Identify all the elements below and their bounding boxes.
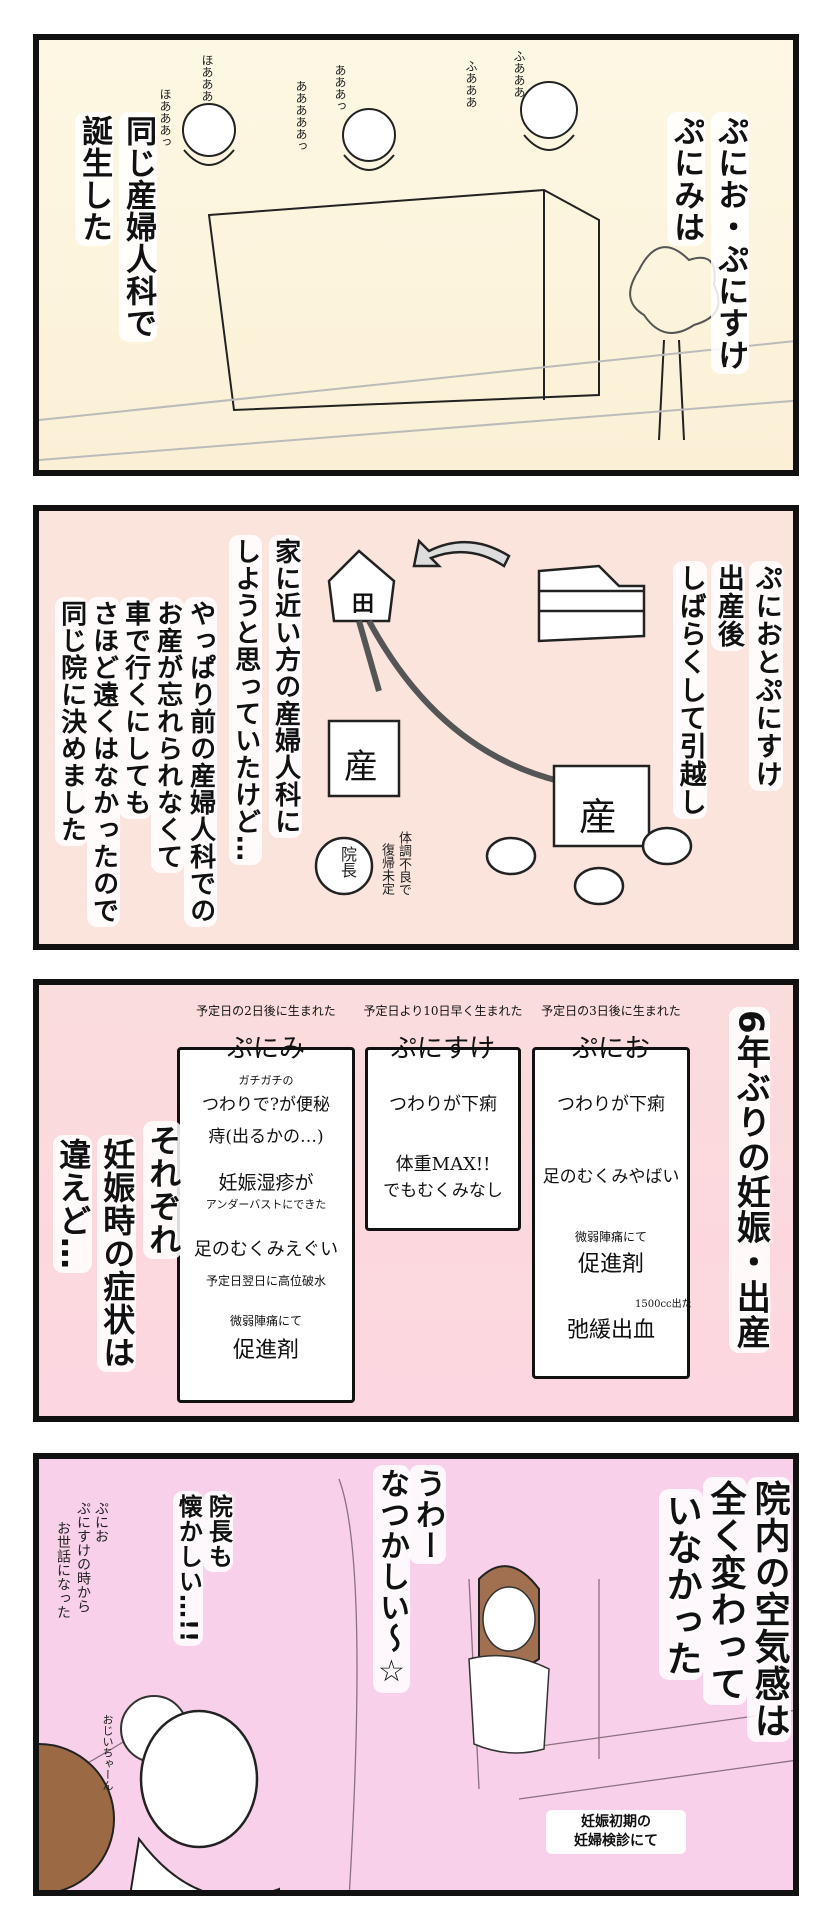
symptom: 微弱陣痛にて bbox=[574, 1230, 647, 1244]
symptom: でもむくみなし bbox=[383, 1181, 503, 1201]
narration-line: 出産後 bbox=[711, 561, 745, 651]
child-name: ぷにみ bbox=[226, 1034, 305, 1064]
side-note: お世話になった bbox=[55, 1521, 71, 1619]
director-note: 体調不良で bbox=[396, 831, 411, 896]
narration-line: それぞれ bbox=[143, 1121, 183, 1259]
narration-line: 同じ院に決めました bbox=[55, 597, 88, 846]
symptom: 痔(出るかの…) bbox=[208, 1127, 324, 1147]
symptom: 体重MAX!! bbox=[395, 1154, 491, 1175]
birth-note: 予定日の3日後に生まれた bbox=[541, 1004, 681, 1018]
narration-line: 車で行くにしても bbox=[119, 597, 152, 819]
narration-line: お産が忘れられなくて bbox=[151, 597, 184, 873]
symptom: 微弱陣痛にて bbox=[229, 1314, 302, 1328]
narration-line: 同じ産婦人科で bbox=[119, 112, 158, 342]
symptom-card-punimi: 予定日の2日後に生まれた ぷにみ ガチガチの つわりで?が便秘 痔(出るかの…)… bbox=[177, 1004, 355, 1403]
side-note: ぷにお bbox=[93, 1501, 109, 1543]
comic-panel-2: 田 産 産 院長 体調不良で 復帰未定 ぷにおとぷにすけ 出産後 しばらくして引… bbox=[33, 505, 799, 950]
symptom: 1500cc出た bbox=[635, 1299, 692, 1310]
symptom-card-punisuke: 予定日より10日早く生まれた ぷにすけ つわりが下痢 体重MAX!! でもむくみ… bbox=[363, 1004, 523, 1231]
baby-cry-text: ほあああっ bbox=[158, 88, 172, 148]
baby-cry-text: ふあああ bbox=[512, 50, 526, 98]
narration-line: 妊娠時の症状は bbox=[97, 1135, 137, 1372]
symptom: 予定日翌日に高位破水 bbox=[205, 1274, 326, 1288]
narration-line: しばらくして引越し bbox=[673, 561, 707, 819]
symptom: つわりが下痢 bbox=[557, 1094, 665, 1115]
waiting-room-drawing bbox=[39, 1478, 793, 1890]
mother-speech: うわー bbox=[409, 1465, 446, 1564]
house-label: 田 bbox=[352, 592, 375, 617]
new-clinic-label: 産 bbox=[344, 747, 378, 787]
symptom: 足のむくみえぐい bbox=[193, 1239, 339, 1260]
baby-cry-text: ふあああ bbox=[464, 60, 478, 108]
narration-line: 家に近い方の産婦人科に bbox=[269, 535, 302, 838]
caption-line: 妊婦検診にて bbox=[574, 1832, 658, 1849]
child-name: ぷにすけ bbox=[390, 1034, 496, 1064]
symptom: 弛緩出血 bbox=[566, 1318, 655, 1343]
symptom: 促進剤 bbox=[232, 1338, 299, 1363]
baby-cry-text: あああっ bbox=[333, 64, 347, 112]
mother-speech: なつかしい〜☆ bbox=[373, 1465, 410, 1693]
comic-panel-3: 予定日の2日後に生まれた ぷにみ ガチガチの つわりで?が便秘 痔(出るかの…)… bbox=[33, 979, 799, 1422]
symptom-card-punio: 予定日の3日後に生まれた ぷにお つわりが下痢 足のむくみやばい 微弱陣痛にて … bbox=[532, 1004, 692, 1379]
hospital-building-drawing bbox=[39, 81, 793, 461]
narration-line: さほど遠くはなかったので bbox=[87, 597, 120, 927]
baby-cry-text: ほあああ bbox=[200, 54, 214, 102]
birth-note: 予定日の2日後に生まれた bbox=[196, 1004, 336, 1018]
narration-line: いなかった bbox=[659, 1489, 703, 1680]
symptom: アンダーバストにできた bbox=[205, 1198, 327, 1211]
narration-line: 違えど… bbox=[53, 1135, 93, 1273]
panel-title: 6年ぶりの妊娠・出産 bbox=[729, 1007, 771, 1353]
side-note: ぷにすけの時から bbox=[75, 1501, 91, 1613]
director-speech: 懐かしい…!! bbox=[173, 1491, 204, 1646]
caption-line: 妊娠初期の bbox=[581, 1814, 651, 1830]
old-clinic-label: 産 bbox=[579, 795, 618, 839]
narration-line: 全く変わって bbox=[703, 1477, 747, 1705]
director-label: 院長 bbox=[338, 846, 357, 878]
birth-note: 予定日より10日早く生まれた bbox=[363, 1004, 523, 1018]
narration-line: しようと思っていたけど… bbox=[229, 535, 262, 865]
narration-line: ぷにお・ぷにすけ bbox=[711, 112, 750, 374]
baby-cry-text: あああああっ bbox=[294, 80, 308, 152]
narration-line: ぷにみは bbox=[667, 112, 706, 246]
director-note: 復帰未定 bbox=[379, 843, 394, 895]
symptom: つわりで?が便秘 bbox=[201, 1095, 331, 1115]
symptom: 妊娠湿疹が bbox=[218, 1172, 314, 1194]
narration-line: ぷにおとぷにすけ bbox=[749, 561, 783, 791]
narration-line: 院内の空気感は bbox=[747, 1477, 791, 1742]
symptom: 足のむくみやばい bbox=[542, 1167, 680, 1187]
caption-box: 妊娠初期の 妊婦検診にて bbox=[546, 1810, 686, 1854]
director-speech: 院長も bbox=[203, 1491, 234, 1572]
symptom: つわりが下痢 bbox=[389, 1094, 497, 1115]
comic-panel-1: ほあああっ ほあああ あああっ あああああっ ふあああ ふあああ ぷにお・ぷにす… bbox=[33, 34, 799, 476]
moving-map-drawing bbox=[314, 538, 693, 906]
narration-line: 誕生した bbox=[75, 112, 114, 246]
symptom: ガチガチの bbox=[238, 1074, 294, 1087]
symptom: 促進剤 bbox=[577, 1252, 644, 1277]
child-voice: おじいちゃーん bbox=[101, 1714, 114, 1791]
child-name: ぷにお bbox=[571, 1034, 650, 1064]
narration-line: やっぱり前の産婦人科での bbox=[184, 597, 217, 927]
